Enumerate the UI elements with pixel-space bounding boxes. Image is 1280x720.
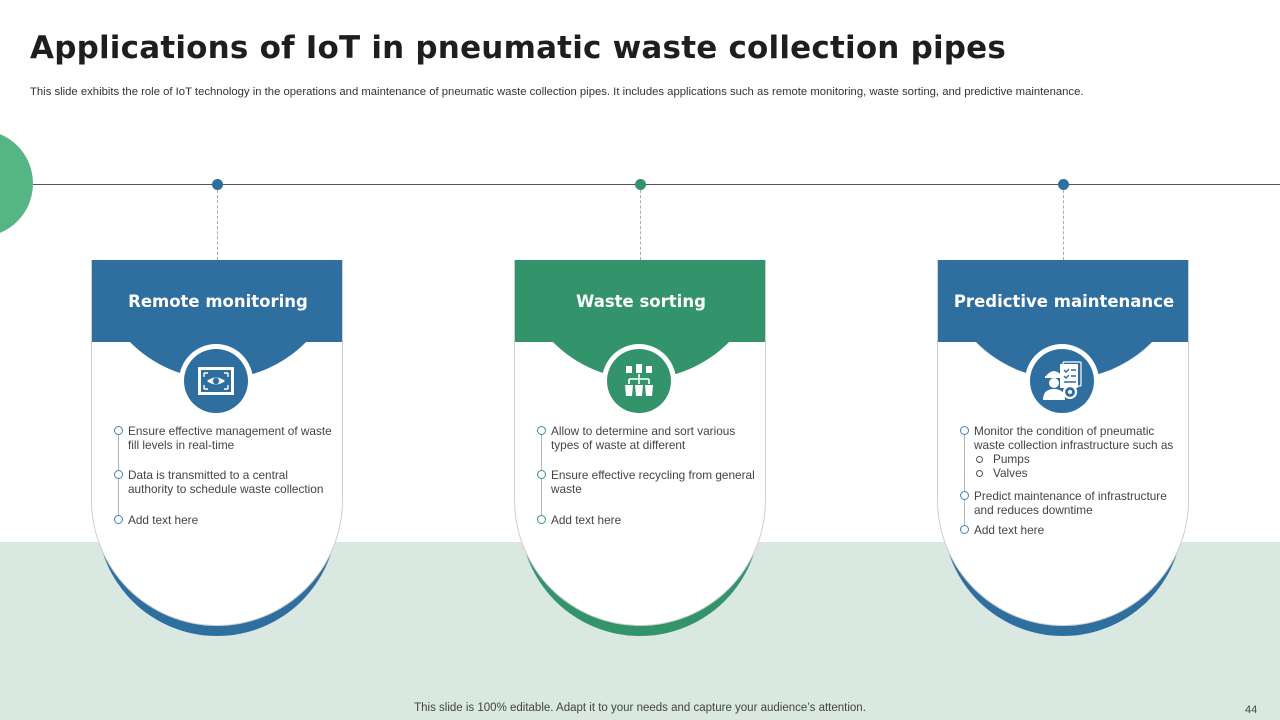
- sub-item: Valves: [974, 466, 1180, 480]
- icon-ring: [1025, 344, 1099, 418]
- connector-line-1: [217, 190, 218, 260]
- list-item: Add text here: [960, 523, 1180, 537]
- card-body: Waste sorting Allow to determine and sor…: [514, 260, 766, 626]
- icon-ring: [179, 344, 253, 418]
- page-number: 44: [1245, 704, 1258, 716]
- list-item: Ensure effective recycling from general …: [537, 468, 757, 496]
- list-item: Data is transmitted to a central authori…: [114, 468, 334, 496]
- card-list: Ensure effective management of waste fil…: [114, 424, 334, 527]
- icon-ring: [602, 344, 676, 418]
- sub-item: Pumps: [974, 452, 1180, 466]
- timeline-dot-2: [635, 179, 646, 190]
- card-body: Predictive maintenance Monitor the condi…: [937, 260, 1189, 626]
- list-item: Monitor the condition of pneumatic waste…: [960, 424, 1180, 480]
- card-list: Allow to determine and sort various type…: [537, 424, 757, 527]
- connector-line-3: [1063, 190, 1064, 260]
- worker-maintenance-icon: [1043, 361, 1082, 400]
- waste-sorting-bins-icon: [625, 364, 653, 396]
- connector-line-2: [640, 190, 641, 260]
- card-list: Monitor the condition of pneumatic waste…: [960, 424, 1180, 537]
- list-item: Allow to determine and sort various type…: [537, 424, 757, 452]
- slide-title: Applications of IoT in pneumatic waste c…: [30, 30, 1007, 66]
- list-item: Ensure effective management of waste fil…: [114, 424, 334, 452]
- timeline-dot-1: [212, 179, 223, 190]
- timeline-line: [33, 184, 1280, 185]
- card-body: Remote monitoring Ensure effective manag…: [91, 260, 343, 626]
- eye-monitor-icon: [198, 367, 234, 395]
- timeline-dot-3: [1058, 179, 1069, 190]
- list-item: Predict maintenance of infrastructure an…: [960, 489, 1180, 517]
- list-item: Add text here: [537, 513, 757, 527]
- list-item: Add text here: [114, 513, 334, 527]
- decorative-half-circle: [0, 130, 33, 237]
- card-title: Predictive maintenance: [953, 292, 1175, 311]
- footer-note: This slide is 100% editable. Adapt it to…: [414, 702, 866, 714]
- slide-subtitle: This slide exhibits the role of IoT tech…: [30, 86, 1084, 98]
- card-title: Remote monitoring: [128, 292, 308, 311]
- card-title: Waste sorting: [576, 292, 706, 311]
